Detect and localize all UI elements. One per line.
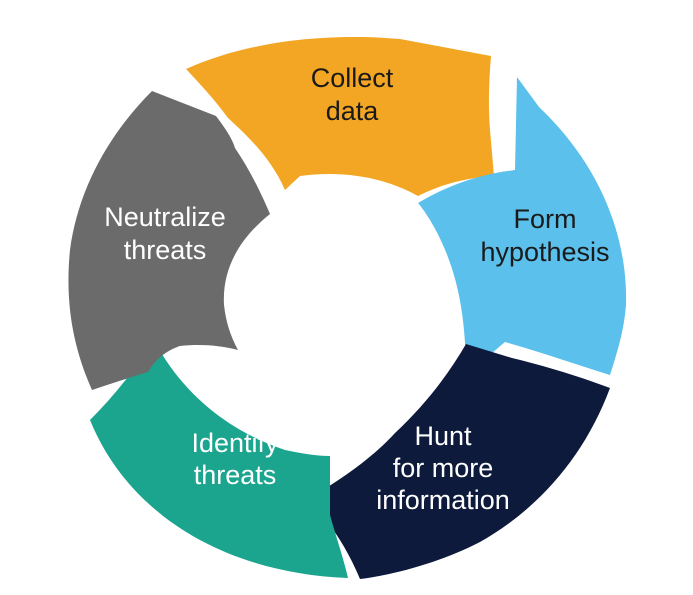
hunt-for-more-information-label-line: for more	[393, 453, 494, 483]
identify-threats-label-line: threats	[194, 460, 277, 490]
hunt-for-more-information-label-line: Hunt	[414, 421, 472, 451]
neutralize-threats-label-line: threats	[124, 235, 207, 265]
neutralize-threats-segment	[68, 91, 270, 390]
hunt-for-more-information-segment	[323, 344, 610, 579]
form-hypothesis-label-line: hypothesis	[480, 237, 609, 267]
identify-threats-segment	[90, 340, 348, 578]
identify-threats-label-line: Identify	[191, 428, 279, 458]
hunt-for-more-information-label-line: information	[376, 485, 510, 515]
segments-layer	[68, 37, 627, 579]
collect-data-label-line: Collect	[311, 63, 394, 93]
form-hypothesis-segment	[418, 77, 627, 375]
collect-data-label-line: data	[326, 96, 380, 126]
neutralize-threats-label-line: Neutralize	[104, 202, 226, 232]
form-hypothesis-label-line: Form	[514, 204, 577, 234]
collect-data-segment	[186, 37, 494, 197]
